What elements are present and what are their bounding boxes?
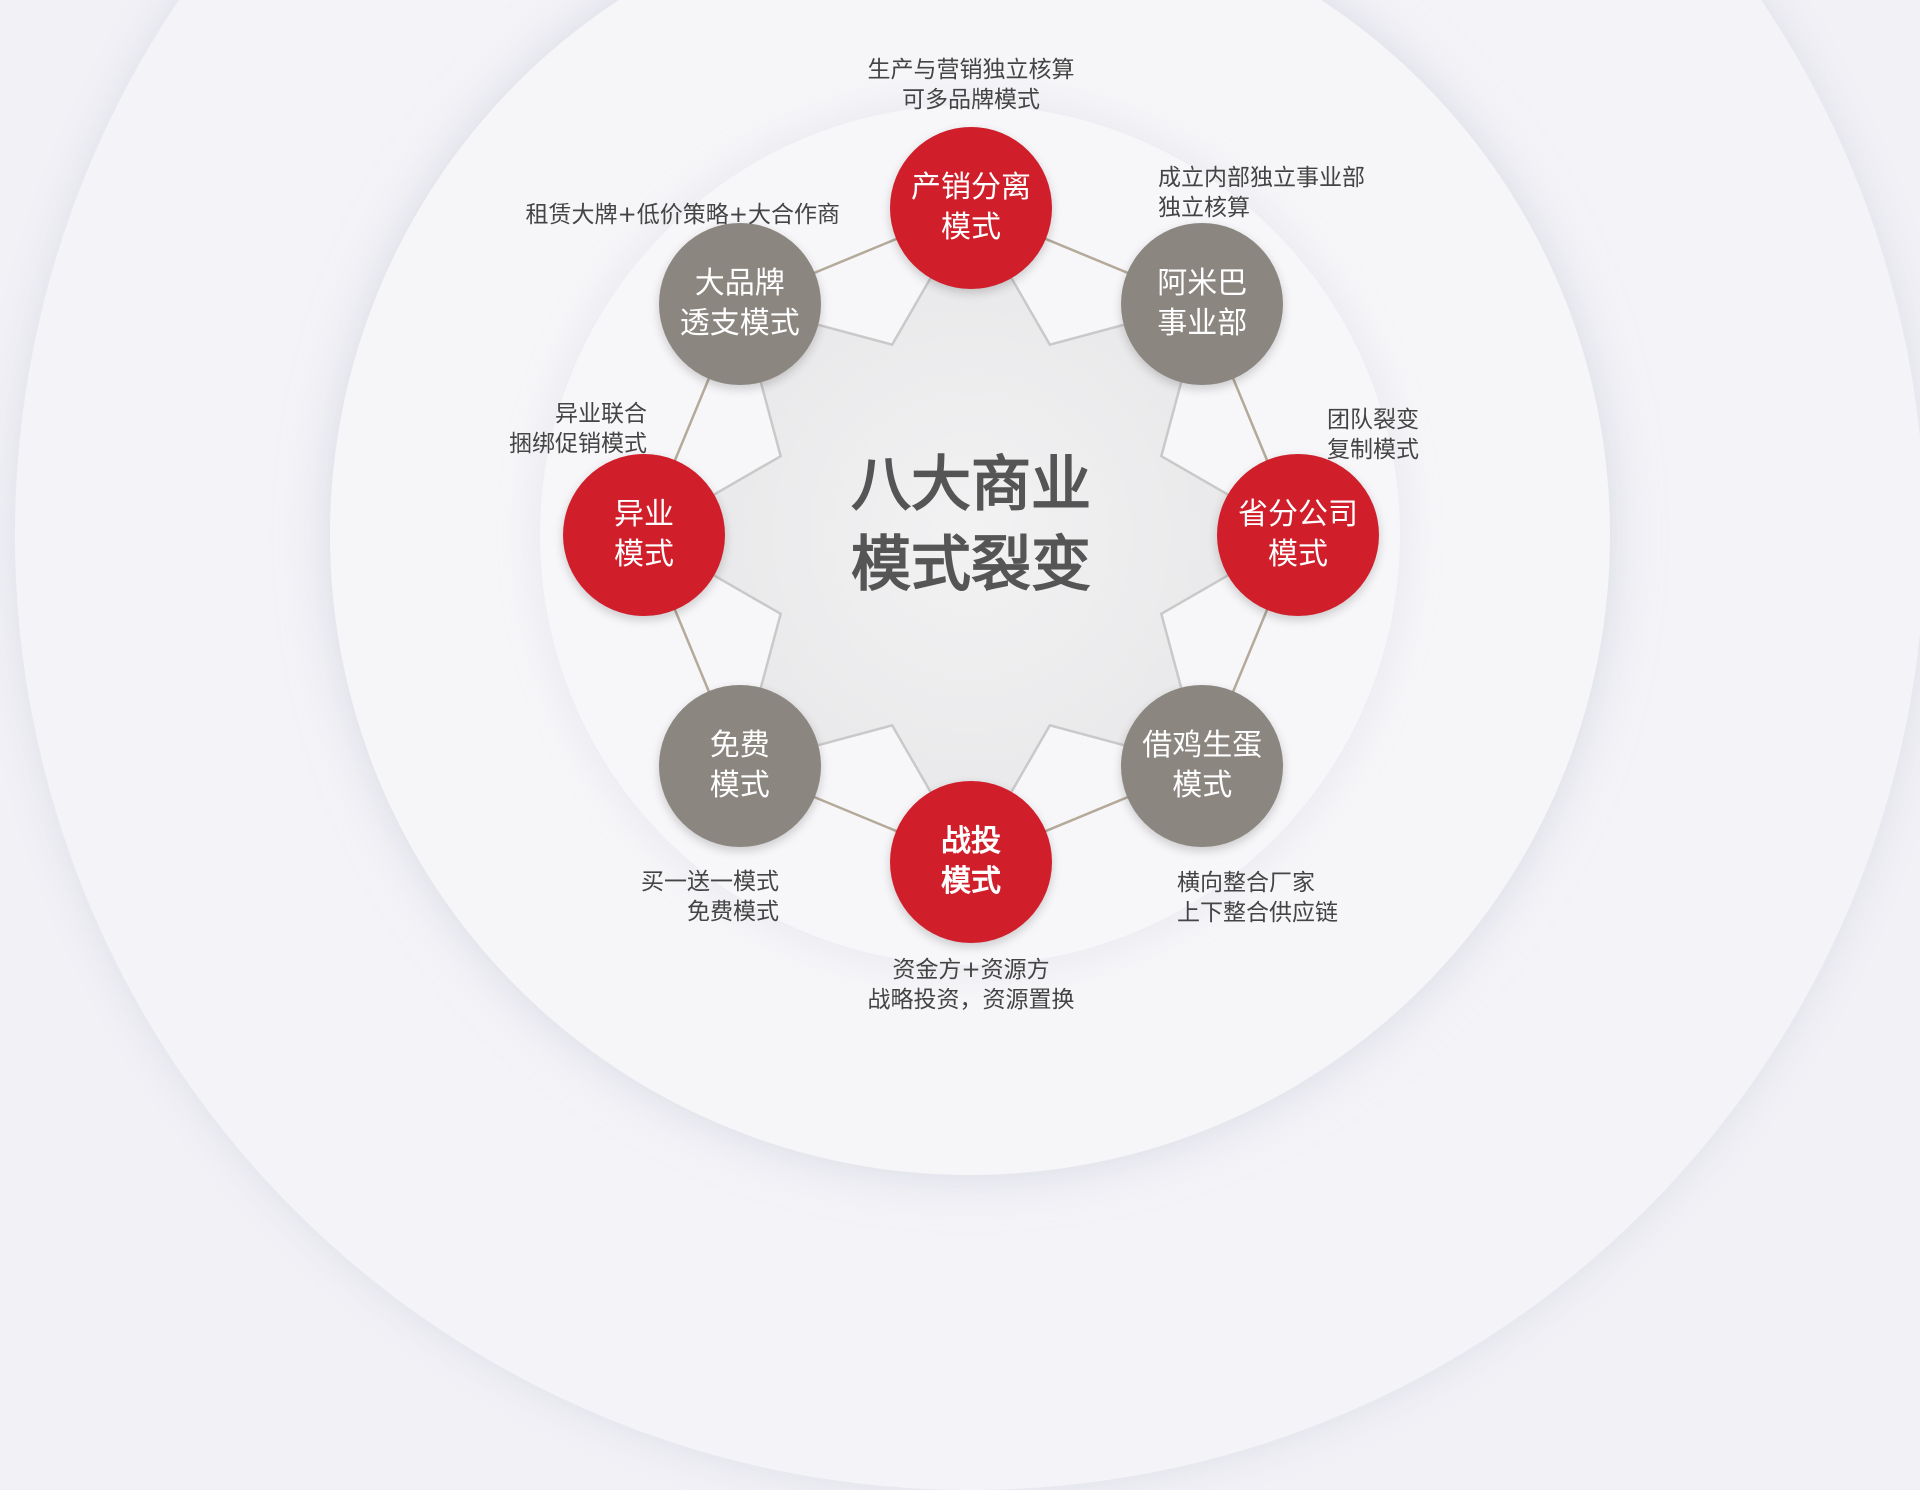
mode-node-label: 阿米巴 [1157,265,1248,301]
mode-node-label: 透支模式 [679,305,800,341]
node-6-description: 异业联合捆绑促销模式 [509,401,647,457]
node-3-description: 横向整合厂家上下整合供应链 [1177,870,1338,926]
mode-node-0: 产销分离模式 [890,127,1052,289]
node-2-description: 团队裂变复制模式 [1327,407,1419,463]
mode-node-7: 大品牌透支模式 [658,222,821,385]
mode-node-label: 省分公司 [1238,497,1358,532]
node-0-description: 生产与营销独立核算可多品牌模式 [867,57,1075,113]
mode-node-label: 事业部 [1157,305,1248,341]
node-4-description: 资金方+资源方战略投资，资源置换 [867,957,1075,1013]
mode-node-label: 模式 [941,210,1001,245]
mode-node-label: 借鸡生蛋 [1142,728,1263,764]
mode-node-label: 免费 [709,728,770,764]
node-1-description: 成立内部独立事业部独立核算 [1158,165,1365,221]
node-7-description: 租赁大牌+低价策略+大合作商 [525,202,840,228]
node-5-description: 买一送一模式免费模式 [641,869,779,925]
mode-node-label: 模式 [614,537,674,572]
center-title: 八大商业 模式裂变 [851,445,1091,605]
mode-node-5: 免费模式 [658,685,821,848]
mode-node-label: 大品牌 [694,265,785,301]
mode-node-label: 模式 [1172,768,1233,804]
mode-node-label: 战投 [941,824,1001,859]
mode-node-label: 模式 [709,768,770,804]
mode-node-6: 异业模式 [563,454,725,616]
center-title-line-1: 八大商业 [851,450,1091,520]
mode-node-3: 借鸡生蛋模式 [1121,685,1284,848]
center-title-line-2: 模式裂变 [851,530,1091,600]
mode-node-2: 省分公司模式 [1217,454,1379,616]
mode-node-1: 阿米巴事业部 [1121,222,1284,385]
mode-node-4: 战投模式 [890,781,1052,943]
mode-node-label: 模式 [941,864,1001,899]
mode-node-label: 产销分离 [911,170,1031,205]
mode-node-label: 模式 [1268,537,1328,572]
mode-node-label: 异业 [614,497,674,532]
